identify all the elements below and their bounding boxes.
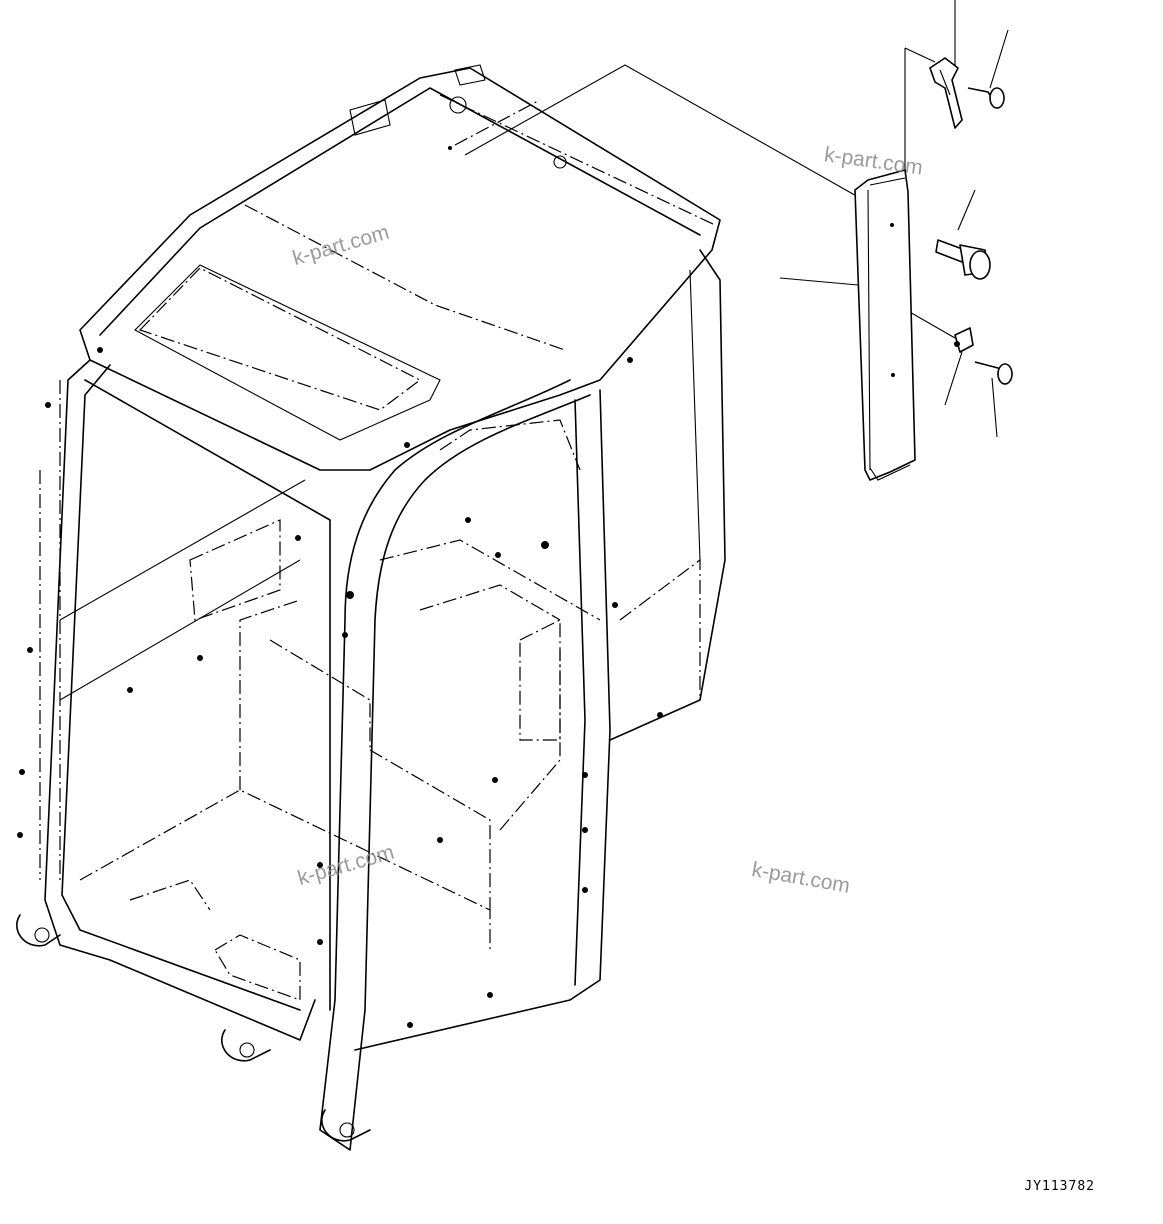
drawing-code: JY113782	[1024, 1179, 1095, 1194]
clip-nut-part	[954, 327, 974, 353]
rivet-part-bottom	[974, 361, 1013, 385]
cab-frame	[16, 64, 726, 1151]
bolt-part	[935, 239, 991, 280]
cover-panel	[854, 169, 916, 481]
rivet-part-top	[967, 87, 1005, 109]
clip-part	[929, 57, 963, 129]
leader-lines	[464, 0, 1009, 438]
